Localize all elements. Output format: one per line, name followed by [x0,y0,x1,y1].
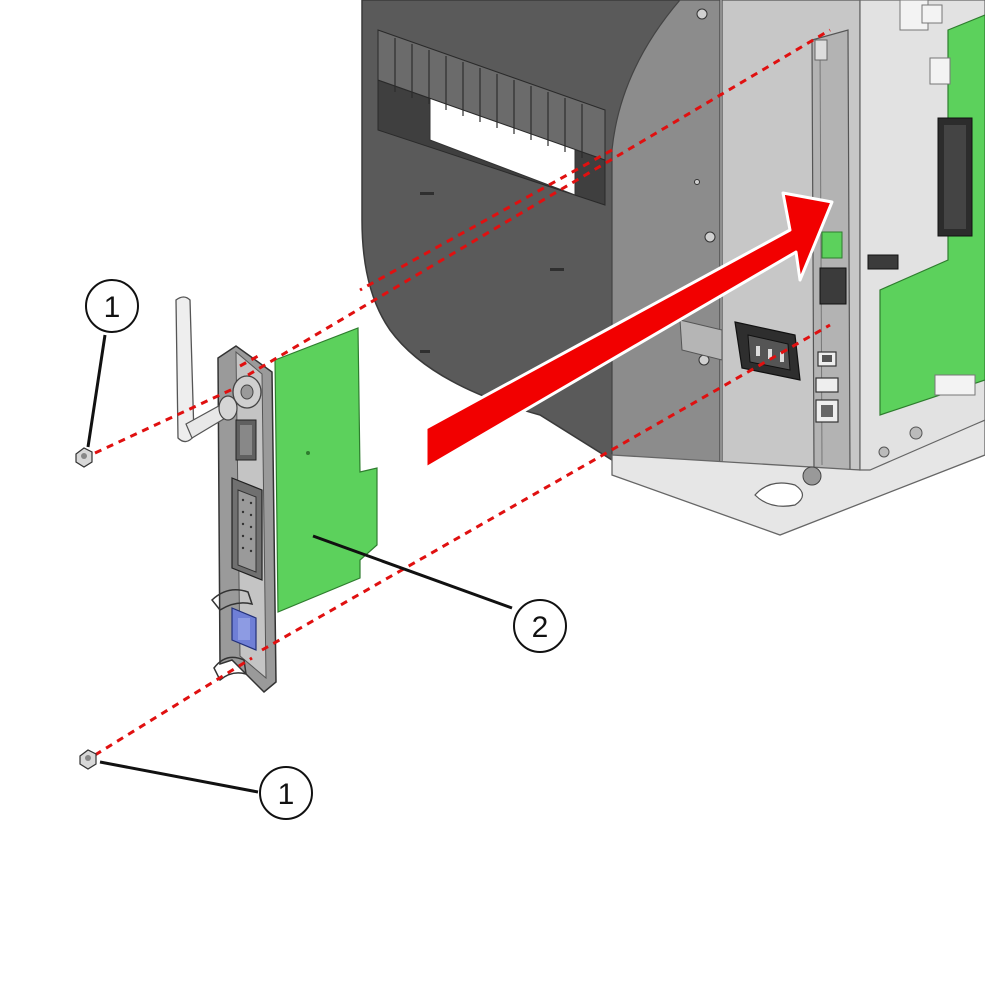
callout-screw-top: 1 [85,279,139,333]
svg-text:1: 1 [104,291,121,324]
leader-line-screw-top [86,334,107,448]
interface-board [175,296,378,694]
paper-slot [377,29,606,206]
leader-line-screw-bottom [99,760,259,794]
insert-arrow-icon [424,191,834,470]
screw-icon [75,447,93,468]
power-socket-icon [734,321,801,381]
leader-line-board [312,534,513,610]
interface-pcb [274,327,378,613]
antenna-icon [175,296,262,443]
alignment-lines [94,28,831,757]
printer-chassis [361,0,985,536]
svg-text:1: 1 [278,778,295,811]
callout-board: 2 [513,599,567,653]
callout-screw-bottom: 1 [259,766,313,820]
screw-icon [79,749,97,770]
ethernet-port-icon [815,377,839,423]
svg-text:2: 2 [532,611,549,644]
printer-pcb [879,14,985,416]
usb-port-icon [817,351,837,367]
